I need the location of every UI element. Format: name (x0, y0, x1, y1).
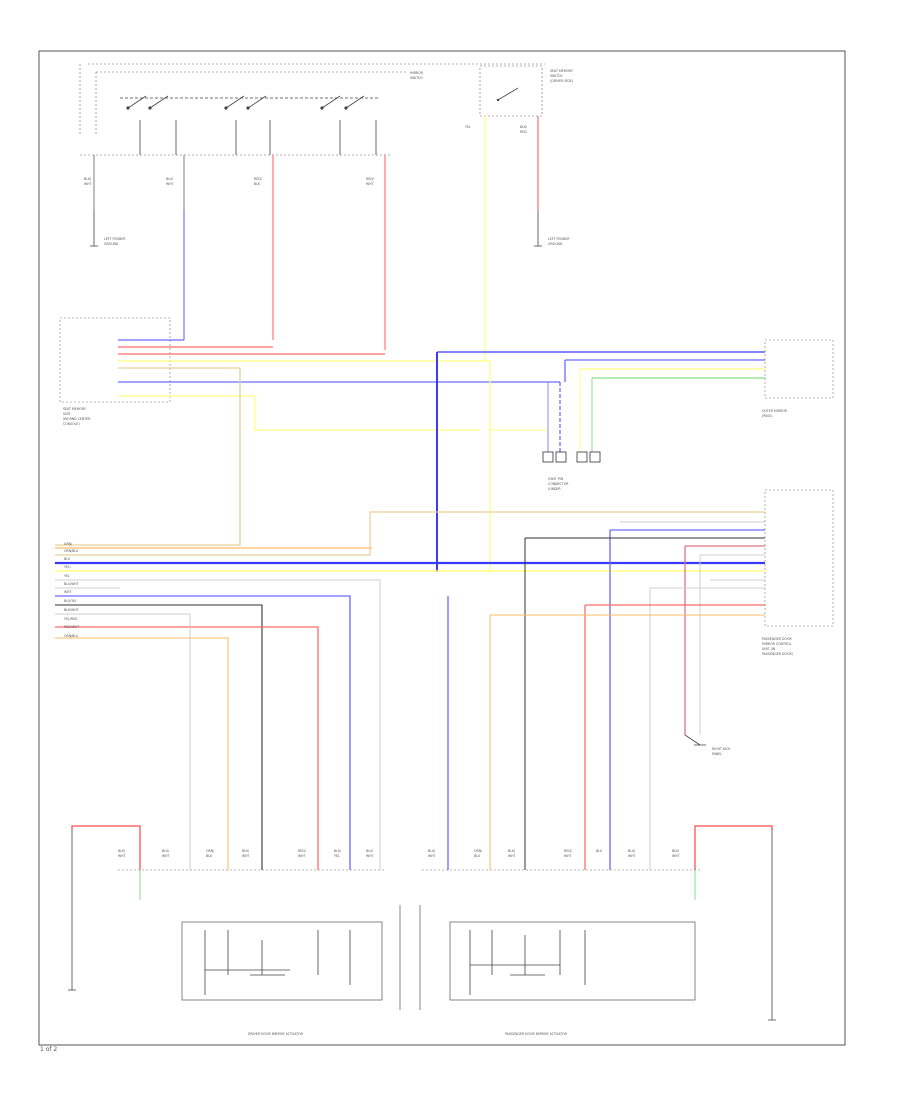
svg-text:WHT: WHT (366, 854, 374, 858)
joint-connector (542, 451, 601, 463)
svg-text:RIGHT KICK: RIGHT KICK (712, 747, 731, 751)
svg-text:BLK/: BLK/ (84, 177, 92, 181)
svg-text:MIRROR: MIRROR (410, 71, 424, 75)
svg-text:SWITCH: SWITCH (550, 74, 563, 78)
svg-text:UNIT (IN: UNIT (IN (762, 647, 776, 651)
svg-text:BLU/YEL: BLU/YEL (64, 599, 77, 603)
svg-text:BLK/: BLK/ (672, 849, 680, 853)
page-code: 1 of 2 (40, 1046, 58, 1053)
svg-text:WHT: WHT (628, 854, 636, 858)
main-bus (55, 511, 765, 870)
svg-text:BLK/WHT: BLK/WHT (64, 608, 79, 612)
right-bus (447, 521, 765, 870)
svg-text:(DRIVER SIDE): (DRIVER SIDE) (550, 79, 573, 83)
svg-text:RED/: RED/ (564, 849, 573, 853)
svg-text:MIRROR CONTROL: MIRROR CONTROL (762, 642, 792, 646)
svg-text:GROUND: GROUND (548, 242, 563, 246)
svg-text:YEL/: YEL/ (64, 565, 72, 569)
svg-text:ORN/BLU: ORN/BLU (64, 634, 79, 638)
svg-text:WHT: WHT (366, 182, 374, 186)
svg-text:WHT: WHT (118, 854, 126, 858)
svg-text:BLK/: BLK/ (520, 125, 528, 129)
svg-text:OUTER MIRROR: OUTER MIRROR (762, 409, 788, 413)
svg-text:WHT: WHT (672, 854, 680, 858)
svg-text:BLU/: BLU/ (628, 849, 636, 853)
svg-text:BLU: BLU (596, 849, 603, 853)
svg-text:BLK/: BLK/ (508, 849, 516, 853)
svg-text:BLU: BLU (474, 854, 481, 858)
svg-text:BLK: BLK (254, 182, 261, 186)
svg-text:BLU/: BLU/ (166, 177, 174, 181)
svg-text:BLU/WHT: BLU/WHT (64, 582, 79, 586)
svg-text:PASSENGER DOOR: PASSENGER DOOR (762, 637, 793, 641)
svg-text:WHT: WHT (162, 854, 170, 858)
svg-text:BLK/: BLK/ (118, 849, 126, 853)
passenger-unit-connector: PASSENGER DOOR MIRROR CONTROL UNIT (IN P… (762, 489, 834, 656)
svg-text:ORN/: ORN/ (474, 849, 483, 853)
seat-memory-connector: SEAT MEMORY UNIT (BEHIND CENTER CONSOLE) (59, 317, 171, 426)
svg-text:BLU/: BLU/ (162, 849, 170, 853)
svg-text:CONNECTOR: CONNECTOR (548, 482, 569, 486)
passenger-mirror-actuator: PASSENGER DOOR MIRROR ACTUATOR (422, 825, 776, 1036)
wire-labels-top: BLK/WHT BLU/WHT RED/BLK RED/WHT (84, 177, 375, 186)
svg-text:BLU/: BLU/ (366, 849, 374, 853)
svg-text:RED/: RED/ (298, 849, 307, 853)
svg-text:BLK/: BLK/ (242, 849, 250, 853)
svg-text:GRN/: GRN/ (64, 542, 73, 546)
svg-text:JOINT PIN: JOINT PIN (547, 477, 564, 481)
svg-text:PASSENGER DOOR MIRROR ACTUATOR: PASSENGER DOOR MIRROR ACTUATOR (505, 1032, 568, 1036)
svg-text:YEL: YEL (465, 125, 471, 129)
svg-text:ORN/: ORN/ (206, 849, 215, 853)
svg-text:WHT: WHT (84, 182, 92, 186)
svg-text:BLU/: BLU/ (334, 849, 342, 853)
svg-text:UNIT: UNIT (63, 412, 71, 416)
diagram-frame (38, 50, 846, 1046)
bottom-terminal-labels: BLK/WHT BLU/WHT ORN/BLU BLK/WHT RED/WHT … (118, 849, 680, 858)
svg-text:YEL: YEL (64, 574, 70, 578)
svg-text:WHT: WHT (166, 182, 174, 186)
svg-text:YEL/RED: YEL/RED (64, 617, 78, 621)
svg-text:WHT: WHT (508, 854, 516, 858)
svg-text:LEFT FENDER: LEFT FENDER (548, 237, 570, 241)
svg-text:RED/: RED/ (254, 177, 263, 181)
svg-text:BLU: BLU (206, 854, 213, 858)
svg-text:PANEL: PANEL (712, 752, 722, 756)
svg-text:BLU/: BLU/ (428, 849, 436, 853)
svg-text:SWITCH: SWITCH (410, 76, 423, 80)
outer-mirror-connector: OUTER MIRROR (PASS) (762, 339, 834, 418)
svg-text:RED: RED (520, 130, 527, 134)
svg-text:SEAT MEMORY: SEAT MEMORY (63, 407, 86, 411)
svg-text:WHT: WHT (428, 854, 436, 858)
svg-text:WHT: WHT (564, 854, 572, 858)
left-bus-labels: GRN/ ORN/BLK BLU YEL/ YEL BLU/WHT WHT BL… (64, 542, 79, 638)
svg-text:LEFT FENDER: LEFT FENDER (104, 237, 126, 241)
driver-mirror-actuator: DRIVER DOOR MIRROR ACTUATOR (68, 825, 385, 1036)
svg-text:(UNDER: (UNDER (548, 487, 561, 491)
svg-text:WHT: WHT (298, 854, 306, 858)
svg-text:WHT: WHT (242, 854, 250, 858)
svg-text:(PASS): (PASS) (762, 414, 772, 418)
svg-text:YEL: YEL (334, 854, 340, 858)
svg-text:GROUND: GROUND (104, 242, 119, 246)
svg-text:WHT: WHT (64, 590, 72, 594)
svg-text:PASSENGER DOOR): PASSENGER DOOR) (762, 652, 793, 656)
center-wires (436, 351, 765, 573)
svg-text:DRIVER DOOR MIRROR ACTUATOR: DRIVER DOOR MIRROR ACTUATOR (248, 1032, 304, 1036)
memory-switch: SEAT MEMORY SWITCH (DRIVER SIDE) (479, 65, 573, 117)
svg-text:RED/WHT: RED/WHT (64, 625, 79, 629)
svg-text:BLU: BLU (64, 557, 71, 561)
mirror-switch-wires (93, 155, 386, 350)
svg-text:CONSOLE): CONSOLE) (63, 422, 80, 426)
svg-text:RED/: RED/ (366, 177, 375, 181)
svg-text:ORN/BLK: ORN/BLK (64, 549, 79, 553)
svg-text:SEAT MEMORY: SEAT MEMORY (550, 69, 573, 73)
memory-wires (55, 339, 560, 546)
svg-text:(BEHIND CENTER: (BEHIND CENTER (63, 417, 91, 421)
